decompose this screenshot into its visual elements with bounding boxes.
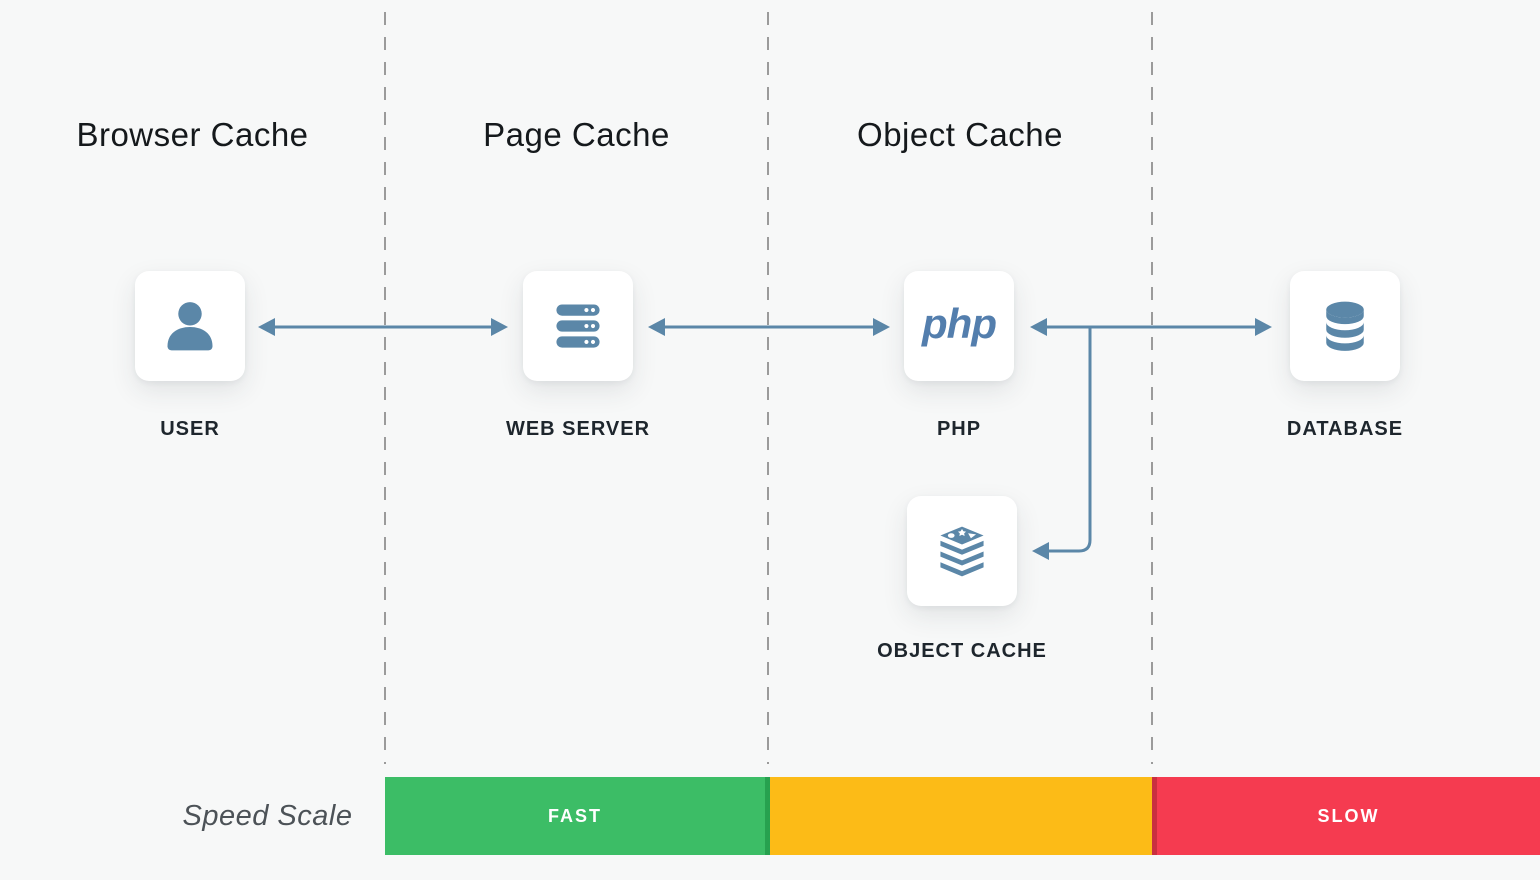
node-user	[135, 271, 245, 381]
node-web-server	[523, 271, 633, 381]
arrowhead-right-php	[873, 318, 890, 336]
header-page-cache: Page Cache	[483, 116, 670, 153]
column-divider-3	[1151, 12, 1153, 764]
database-icon	[1326, 301, 1364, 351]
header-browser-cache: Browser Cache	[76, 116, 309, 153]
server-icon	[556, 304, 600, 348]
label-object-cache: OBJECT CACHE	[877, 640, 1047, 662]
label-database: DATABASE	[1286, 418, 1404, 440]
arrowhead-left-webserver	[648, 318, 665, 336]
label-user: USER	[160, 418, 220, 440]
speed-segment-slow: SLOW	[1152, 777, 1540, 855]
label-web-server: WEB SERVER	[505, 418, 651, 440]
redis-cache-icon	[940, 526, 984, 577]
label-php: PHP	[936, 418, 982, 440]
arrowhead-right-webserver	[491, 318, 508, 336]
arrowhead-object-cache	[1032, 542, 1049, 560]
node-php: php	[904, 271, 1014, 381]
node-database	[1290, 271, 1400, 381]
user-icon	[167, 302, 213, 351]
column-divider-2	[767, 12, 769, 764]
speed-segment-fast: FAST	[385, 777, 770, 855]
arrowhead-right-database	[1255, 318, 1272, 336]
header-object-cache: Object Cache	[857, 116, 1063, 153]
arrowhead-left-php	[1030, 318, 1047, 336]
arrowhead-left-user	[258, 318, 275, 336]
speed-segment-medium	[770, 777, 1152, 855]
column-divider-1	[384, 12, 386, 764]
php-logo: php	[922, 300, 997, 347]
speed-scale-label: Speed Scale	[182, 799, 353, 832]
node-object-cache	[907, 496, 1017, 606]
